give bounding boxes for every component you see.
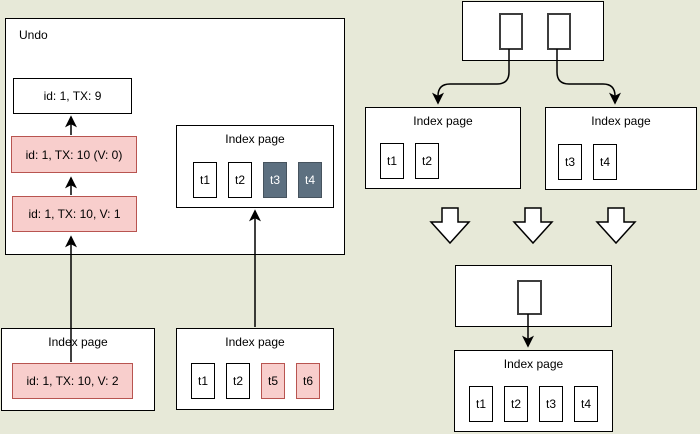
tuple-cell-t1: t1 [469, 386, 493, 422]
pointer-slot-right [547, 13, 571, 50]
tuple-cell-t3: t3 [539, 386, 563, 422]
undo-record-tx10-v1: id: 1, TX: 10, V: 1 [12, 196, 137, 232]
transition-arrow-3-icon [595, 207, 637, 245]
tuple-cell-t1: t1 [193, 162, 217, 198]
tuple-row: t1 t2 t3 t4 [469, 386, 598, 422]
index-page-right-bottom: Index page t1 t2 t3 t4 [454, 350, 613, 432]
index-page-right-left: Index page t1 t2 [365, 107, 521, 189]
tuple-cell-t2: t2 [226, 363, 250, 399]
pointer-slot [517, 280, 542, 315]
tuple-cell-t3: t3 [263, 162, 287, 198]
undo-record-tx9: id: 1, TX: 9 [13, 78, 132, 114]
index-page-title: Index page [48, 335, 108, 349]
tuple-cell-t2: t2 [228, 162, 252, 198]
tuple-cell-t4: t4 [298, 162, 322, 198]
btree-root-node-bottom [455, 265, 612, 327]
index-page-title: Index page [225, 335, 285, 349]
transition-arrow-2-icon [512, 207, 554, 245]
tuple-row: t1 t2 t3 t4 [193, 162, 322, 198]
index-page-title: Index page [503, 357, 564, 371]
pointer-slot-left [499, 13, 523, 50]
index-page-title: Index page [225, 132, 285, 146]
undo-label: Undo [19, 28, 48, 42]
tuple-cell-t4: t4 [593, 144, 617, 180]
tuple-cell-t3: t3 [558, 144, 582, 180]
tuple-row: t3 t4 [558, 144, 617, 180]
index-page-title: Index page [591, 114, 651, 128]
tuple-cell-t6: t6 [296, 363, 320, 399]
tuple-row: t1 t2 t5 t6 [191, 363, 320, 399]
tuple-cell-t5: t5 [261, 363, 285, 399]
tuple-cell-t2: t2 [415, 143, 439, 179]
index-page-right-right: Index page t3 t4 [545, 107, 697, 190]
index-page-title: Index page [413, 114, 473, 128]
tuple-cell-t1: t1 [191, 363, 215, 399]
transition-arrow-1-icon [429, 207, 471, 245]
index-page-undo: Index page t1 t2 t3 t4 [176, 125, 334, 208]
tuple-cell-t4: t4 [574, 386, 598, 422]
tuple-cell-t2: t2 [504, 386, 528, 422]
btree-root-node-top [462, 1, 604, 61]
page-record-tx10-v2: id: 1, TX: 10, V: 2 [12, 363, 133, 399]
index-page-bottom-mid: Index page t1 t2 t5 t6 [176, 328, 334, 410]
tuple-row: t1 t2 [380, 143, 439, 179]
undo-container: Undo id: 1, TX: 9 id: 1, TX: 10 (V: 0) i… [5, 18, 345, 255]
index-page-bottom-left: Index page id: 1, TX: 10, V: 2 [1, 328, 155, 411]
undo-record-tx10-v0: id: 1, TX: 10 (V: 0) [11, 136, 137, 173]
tuple-cell-t1: t1 [380, 143, 404, 179]
